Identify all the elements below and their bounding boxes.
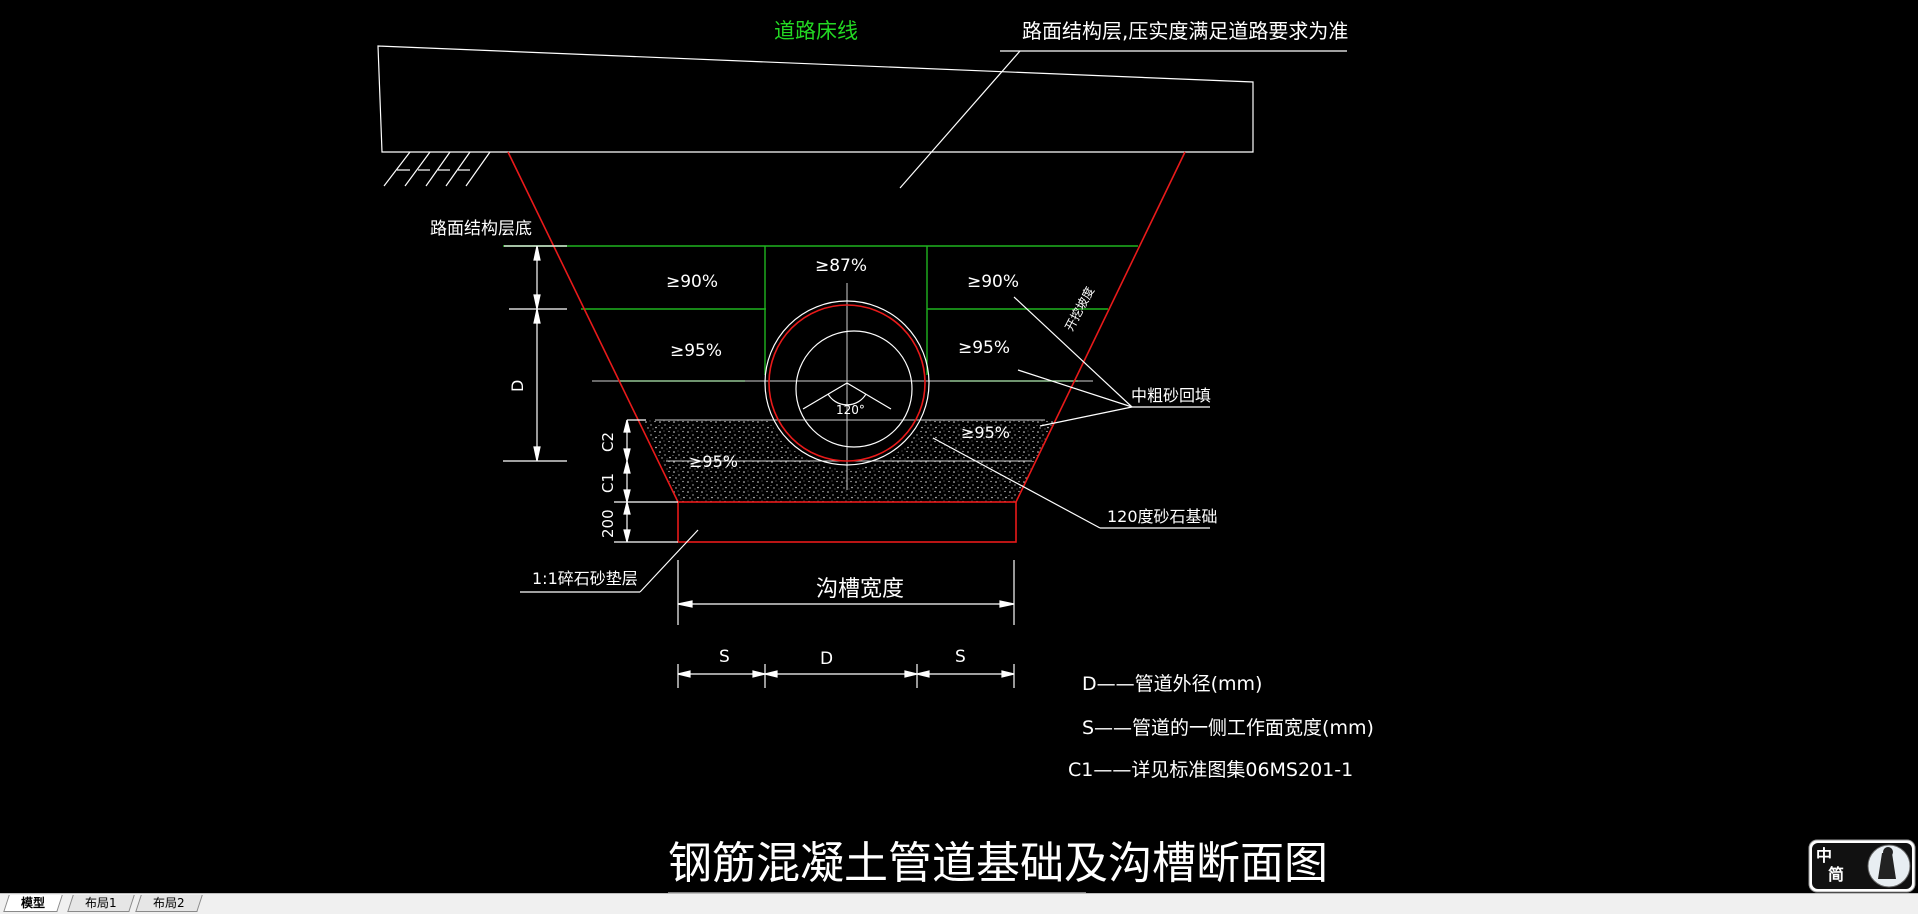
ime-badge[interactable]: 中 简 [1808,839,1916,893]
pavement-note: 路面结构层,压实度满足道路要求为准 [1022,19,1348,43]
cushion-label: 1:1碎石砂垫层 [532,569,638,588]
pipe-inner [768,304,926,462]
angle-ray-right [846,382,892,410]
drawing-title: 钢筋混凝土管道基础及沟槽断面图 [668,838,1328,889]
badge-char-2: 简 [1828,865,1844,884]
cushion-leader [639,529,699,593]
compaction-base-right: ≥95% [961,423,1010,442]
vertical-dimensions [503,245,678,543]
layout-tab-bar: 模型 布局1 布局2 [0,893,1918,914]
angle-ray-left [802,382,848,410]
sand-fill-leaders [1013,296,1210,427]
compaction-left-mid: ≥95% [670,341,722,361]
sds-dimension [677,664,1015,688]
dim-200: 200 [599,509,617,538]
gravel-base-label: 120度砂石基础 [1107,507,1218,526]
dim-D: D [820,649,833,669]
dim-D-vertical: D [508,380,527,392]
dim-C1: C1 [599,473,617,493]
sand-fill-label: 中粗砂回填 [1131,386,1211,405]
trench-width-dimension [677,560,1015,625]
dim-S-left: S [719,647,730,667]
ground-hatch [383,151,491,187]
dim-C2: C2 [599,432,617,452]
angle-label: 120° [836,403,865,417]
cad-drawing: 道路床线 路面结构层,压实度满足道路要求为准 路面结构层底 [377,19,1374,894]
badge-char-1: 中 [1816,846,1832,865]
pipe-outer [764,300,930,466]
compaction-center-top: ≥87% [815,256,867,276]
legend-line-3: C1——详见标准图集06MS201-1 [1068,759,1353,781]
tab-layout1[interactable]: 布局1 [67,895,135,912]
drawing-canvas[interactable]: 道路床线 路面结构层,压实度满足道路要求为准 路面结构层底 [0,0,1918,894]
gravel-base-leader [932,437,1101,529]
trench-walls [507,151,1186,543]
pavement-note-leader-diag [899,50,1021,189]
dim-S-right: S [955,647,966,667]
ime-badge-graphic: 中 简 [1808,839,1916,893]
legend-line-2: S——管道的一侧工作面宽度(mm) [1082,717,1374,739]
legend-line-1: D——管道外径(mm) [1082,673,1262,695]
angle-arc [827,393,867,406]
compaction-right-top: ≥90% [967,272,1019,292]
road-bed-line-label: 道路床线 [774,19,858,43]
compaction-base-left: ≥95% [689,452,738,471]
tab-layout2[interactable]: 布局2 [135,895,203,912]
pavement-bottom-label: 路面结构层底 [430,219,532,239]
compaction-left-top: ≥90% [666,272,718,292]
tab-model[interactable]: 模型 [3,895,63,912]
compaction-right-mid: ≥95% [958,338,1010,358]
pipe-bore [795,330,913,448]
pavement-block [377,45,1254,153]
trench-width-label: 沟槽宽度 [816,577,904,602]
